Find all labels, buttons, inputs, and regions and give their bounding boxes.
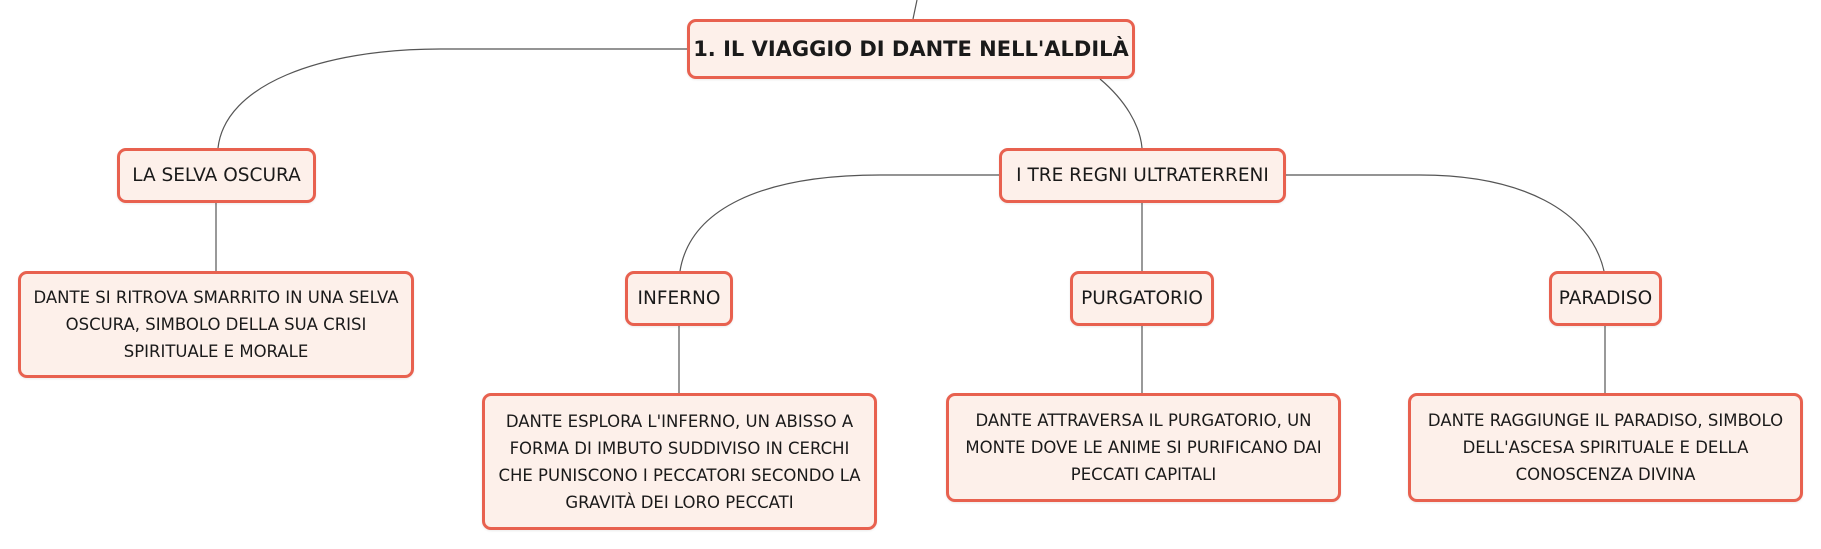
topic-node-paradiso[interactable]: PARADISO: [1549, 271, 1662, 326]
topic-node-tre-regni[interactable]: I TRE REGNI ULTRATERRENI: [999, 148, 1286, 203]
topic-node-selva-oscura[interactable]: LA SELVA OSCURA: [117, 148, 316, 203]
detail-text-purgatorio: DANTE ATTRAVERSA IL PURGATORIO, UN MONTE…: [965, 411, 1322, 484]
connector-parent-to-root: [912, 0, 918, 20]
connector-regni-to-paradiso: [1286, 174, 1605, 272]
topic-label-purgatorio: PURGATORIO: [1081, 288, 1203, 309]
connector-root-to-regni: [1099, 78, 1143, 149]
root-topic-label: 1. IL VIAGGIO DI DANTE NELL'ALDILÀ: [693, 37, 1129, 61]
topic-label-paradiso: PARADISO: [1558, 288, 1653, 309]
topic-node-inferno[interactable]: INFERNO: [625, 271, 733, 326]
root-topic-node[interactable]: 1. IL VIAGGIO DI DANTE NELL'ALDILÀ: [687, 19, 1135, 79]
topic-label-inferno: INFERNO: [637, 288, 721, 309]
detail-node-paradiso[interactable]: DANTE RAGGIUNGE IL PARADISO, SIMBOLO DEL…: [1408, 393, 1803, 502]
detail-node-inferno[interactable]: DANTE ESPLORA L'INFERNO, UN ABISSO A FOR…: [482, 393, 877, 530]
topic-label-tre-regni: I TRE REGNI ULTRATERRENI: [1016, 165, 1269, 186]
detail-node-purgatorio[interactable]: DANTE ATTRAVERSA IL PURGATORIO, UN MONTE…: [946, 393, 1341, 502]
detail-text-inferno: DANTE ESPLORA L'INFERNO, UN ABISSO A FOR…: [498, 411, 861, 512]
topic-label-selva-oscura: LA SELVA OSCURA: [132, 165, 301, 186]
detail-node-selva-oscura[interactable]: DANTE SI RITROVA SMARRITO IN UNA SELVA O…: [18, 271, 414, 378]
topic-node-purgatorio[interactable]: PURGATORIO: [1070, 271, 1214, 326]
detail-text-paradiso: DANTE RAGGIUNGE IL PARADISO, SIMBOLO DEL…: [1427, 411, 1784, 484]
connector-regni-to-inferno: [679, 174, 999, 272]
detail-text-selva-oscura: DANTE SI RITROVA SMARRITO IN UNA SELVA O…: [33, 288, 399, 361]
connector-root-to-selva: [217, 48, 687, 149]
